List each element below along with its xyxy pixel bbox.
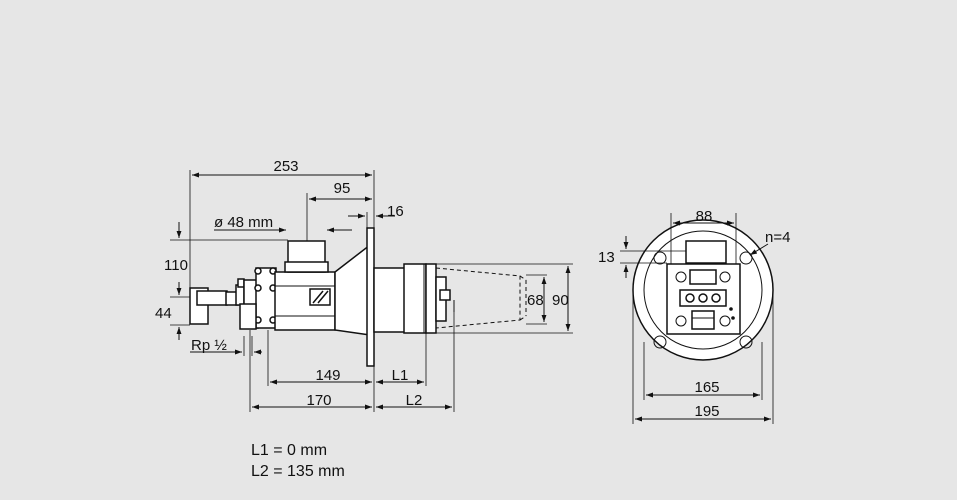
side-view: 253 95 16 ø 48 mm 110 44 Rp ½	[155, 158, 573, 412]
connection-flange	[239, 267, 277, 330]
note-l2: L2 = 135 mm	[251, 463, 345, 480]
dim-195: 195	[694, 403, 719, 420]
dim-253: 253	[273, 158, 298, 175]
logo-plate	[309, 288, 331, 306]
gas-elbow	[189, 278, 245, 325]
bolt-hole	[739, 251, 753, 265]
flange-inlet	[685, 240, 727, 264]
dim-16: 16	[387, 203, 404, 220]
flange-view: 88 n=4 13 165 195	[598, 208, 790, 424]
dim-l2: L2	[406, 392, 423, 409]
burner-tube	[373, 267, 407, 333]
dim-n4: n=4	[765, 229, 790, 246]
dim-165: 165	[694, 379, 719, 396]
dim-44: 44	[155, 305, 172, 322]
dim-170: 170	[306, 392, 331, 409]
bolt-hole	[653, 335, 667, 349]
dim-88: 88	[696, 208, 713, 225]
dim-95: 95	[334, 180, 351, 197]
dim-48: ø 48 mm	[214, 214, 273, 231]
dim-110: 110	[164, 257, 188, 274]
bolt-hole	[653, 251, 667, 265]
tube-end-ring	[403, 263, 427, 334]
dim-rp: Rp ½	[191, 337, 227, 354]
dim-13: 13	[598, 249, 615, 266]
burner-cone	[334, 243, 371, 336]
dim-68: 68	[527, 292, 544, 309]
dim-90: 90	[552, 292, 569, 309]
bolt-hole	[739, 335, 753, 349]
inlet-tube	[284, 240, 329, 273]
dim-149: 149	[315, 367, 340, 384]
flange-inner	[643, 230, 763, 350]
mounting-plate	[366, 227, 375, 367]
dim-l1: L1	[392, 367, 409, 384]
note-l1: L1 = 0 mm	[251, 442, 327, 459]
